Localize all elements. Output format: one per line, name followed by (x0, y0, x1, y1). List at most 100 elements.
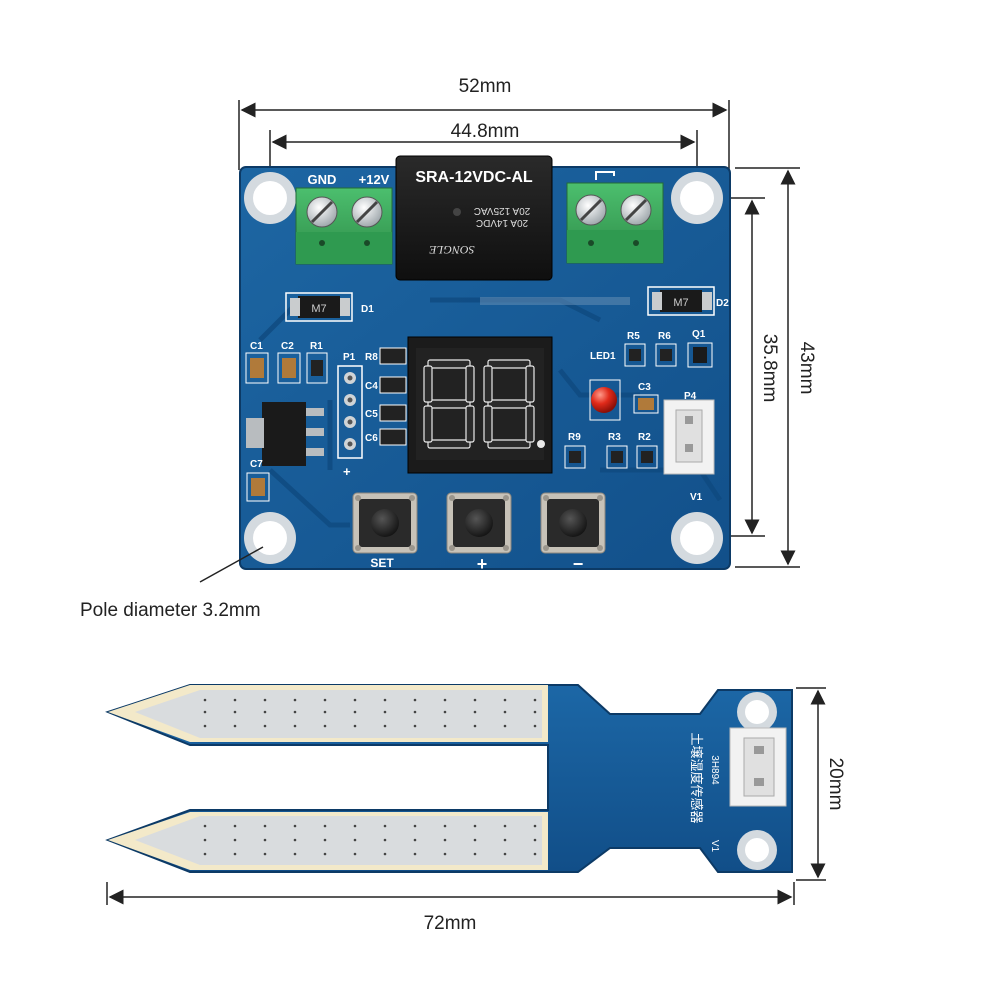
probe-dot (383, 852, 387, 856)
seven-segment-display (407, 336, 553, 474)
resistor-r9 (564, 445, 586, 469)
diode-d1: M7 (285, 292, 353, 322)
probe-dot (293, 824, 297, 828)
label-r8: R8 (365, 352, 378, 363)
sensor-connector-p4 (663, 399, 715, 475)
probe-dot (383, 698, 387, 702)
plus-button[interactable] (446, 492, 512, 554)
resistor-r2 (636, 445, 658, 469)
probe-dot (443, 852, 447, 856)
label-c5: C5 (365, 409, 378, 420)
dim-44-8mm-label: 44.8mm (451, 121, 520, 142)
probe-dot (323, 824, 327, 828)
probe-dot (233, 824, 237, 828)
dimension-43mm: 43mm (735, 167, 817, 568)
label-r1: R1 (310, 341, 323, 352)
relay-rating-2: 20A 125VAC (474, 205, 531, 216)
minus-button-label: − (573, 554, 584, 574)
capacitor-c7 (246, 472, 270, 502)
probe-dot (203, 838, 207, 842)
set-button[interactable] (352, 492, 418, 554)
label-r5: R5 (627, 331, 640, 342)
smd-c5 (379, 404, 407, 422)
probe-dot (263, 852, 267, 856)
probe-label: 土壤湿度传感器 (688, 732, 704, 823)
diode-d2-marking: M7 (673, 297, 688, 309)
probe-dot (263, 710, 267, 714)
probe-dot (203, 710, 207, 714)
pole-diameter-callout: Pole diameter 3.2mm (80, 546, 264, 621)
probe-dot (233, 724, 237, 728)
relay-rating-1: 20A 14VDC (476, 217, 528, 228)
probe-dot (233, 698, 237, 702)
mounting-hole-bottom-left (244, 512, 296, 564)
mounting-hole-top-left (244, 172, 296, 224)
led-indicator (589, 379, 621, 421)
set-button-label: SET (370, 556, 394, 570)
probe-dot (443, 698, 447, 702)
label-12v: +12V (359, 172, 390, 187)
probe-dot (413, 698, 417, 702)
probe-dot (293, 852, 297, 856)
label-c1: C1 (250, 341, 263, 352)
probe-dot (323, 724, 327, 728)
switch-symbol-icon (595, 171, 615, 180)
dim-43mm-label: 43mm (796, 342, 817, 395)
probe-dot (503, 724, 507, 728)
probe-dot (203, 824, 207, 828)
diode-d2: M7 (647, 286, 715, 316)
resistor-r6 (655, 343, 677, 367)
minus-button[interactable] (540, 492, 606, 554)
probe-dot (353, 838, 357, 842)
mounting-hole-bottom-right (671, 512, 723, 564)
probe-dot (263, 724, 267, 728)
label-r3: R3 (608, 432, 621, 443)
relay: SRA-12VDC-AL 20A 14VDC 20A 125VAC SONGLE (395, 155, 553, 281)
probe-dot (443, 710, 447, 714)
power-terminal-block (295, 187, 393, 265)
controller-board: GND +12V SRA-12VDC-AL 20A 14VDC 20A 125V… (239, 155, 731, 574)
label-c6: C6 (365, 433, 378, 444)
voltage-regulator (246, 402, 324, 466)
dim-52mm-label: 52mm (459, 76, 512, 97)
probe-dot (263, 824, 267, 828)
probe-dot (533, 838, 537, 842)
probe-dot (533, 698, 537, 702)
probe-dot (533, 710, 537, 714)
capacitor-c2 (277, 352, 301, 384)
probe-dot (533, 824, 537, 828)
label-plus: + (343, 464, 351, 479)
probe-code: 3H894 (709, 755, 720, 785)
probe-dot (413, 852, 417, 856)
dimension-72mm: 72mm (106, 882, 795, 934)
dim-20mm-label: 20mm (825, 758, 846, 811)
relay-model: SRA-12VDC-AL (415, 169, 533, 186)
dimension-20mm: 20mm (796, 687, 846, 881)
probe-dot (203, 698, 207, 702)
label-r9: R9 (568, 432, 581, 443)
probe-dot (293, 724, 297, 728)
resistor-r3 (606, 445, 628, 469)
probe-dot (353, 824, 357, 828)
probe-dot (413, 724, 417, 728)
probe-dot (203, 724, 207, 728)
label-v1: V1 (690, 492, 703, 503)
probe-dot (293, 710, 297, 714)
plus-button-label: + (477, 554, 488, 574)
label-gnd: GND (308, 172, 337, 187)
label-c2: C2 (281, 341, 294, 352)
probe-dot (293, 838, 297, 842)
probe-dot (503, 852, 507, 856)
probe-dot (473, 852, 477, 856)
soil-moisture-probe: 土壤湿度传感器 3H894 V1 (105, 684, 793, 873)
probe-dot (503, 824, 507, 828)
probe-dot (473, 724, 477, 728)
label-d2: D2 (716, 298, 729, 309)
capacitor-c1 (245, 352, 269, 384)
probe-dot (203, 852, 207, 856)
probe-mount-hole-bottom (737, 830, 777, 870)
probe-dot (353, 710, 357, 714)
dimension-35-8mm: 35.8mm (712, 197, 780, 537)
probe-dot (503, 698, 507, 702)
